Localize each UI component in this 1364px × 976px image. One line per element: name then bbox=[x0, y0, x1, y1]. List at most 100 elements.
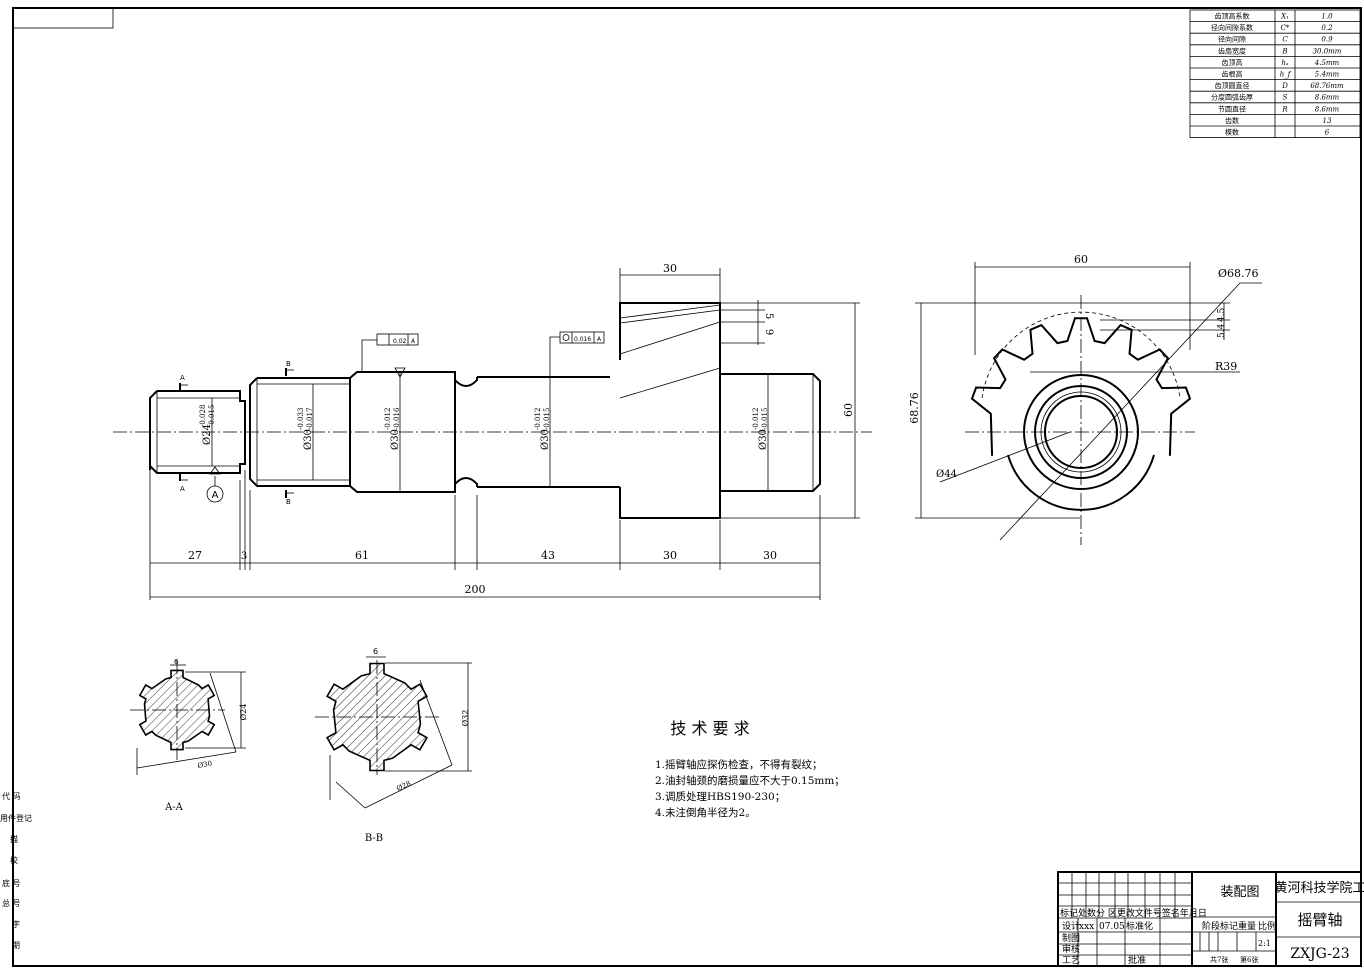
dim-phi30a: Ø30 bbox=[303, 429, 314, 450]
tech-item: 2.油封轴颈的磨损量应不大于0.15mm； bbox=[655, 774, 845, 787]
gear-param-name: 齿数 bbox=[1225, 116, 1239, 125]
tol-lo: -0.017 bbox=[306, 408, 314, 430]
tb-sheet-no: 第6张 bbox=[1240, 955, 1258, 964]
gear-param-value: 68.76mm bbox=[1310, 82, 1344, 90]
dim-6876: 68.76 bbox=[908, 392, 921, 424]
section-aa-label: A-A bbox=[164, 802, 184, 813]
tol-frame-1-value: 0.02 bbox=[393, 338, 407, 345]
shaft-main-view bbox=[113, 302, 872, 519]
tol-lo: -0.016 bbox=[393, 407, 401, 430]
tb-code: ZXJG-23 bbox=[1290, 946, 1349, 962]
section-bb-label: B-B bbox=[365, 833, 383, 844]
tol-up: -0.028 bbox=[199, 405, 207, 427]
gear-param-symbol: X₁ bbox=[1280, 13, 1289, 21]
gear-param-symbol: C* bbox=[1281, 24, 1290, 32]
dim-30b: 30 bbox=[763, 549, 777, 562]
title-block: 装配图 黄河科技学院工 摇臂轴 ZXJG-23 标记处数分 区更改文件号签名年月… bbox=[1057, 871, 1364, 967]
gear-param-name: 齿顶高系数 bbox=[1215, 12, 1250, 21]
tol-frame-1-ref: A bbox=[411, 338, 416, 345]
dim-3: 3 bbox=[241, 551, 247, 562]
tb-designer: xxx bbox=[1079, 922, 1094, 932]
dim-45a: 4.5 bbox=[1217, 307, 1227, 322]
dim-phi30d: Ø30 bbox=[758, 429, 769, 450]
dim-r39: R39 bbox=[1215, 360, 1237, 373]
section-b-b: 6 Ø32 Ø28 B-B bbox=[315, 647, 472, 844]
gear-end-view bbox=[915, 262, 1262, 545]
main-dimensions bbox=[149, 268, 860, 600]
tb-assembly: 装配图 bbox=[1220, 885, 1259, 900]
main-dim-texts: 30 5 9 60 Ø24 -0.028 -0.015 Ø30 -0.033 -… bbox=[180, 262, 855, 596]
tol-lo: -0.015 bbox=[543, 408, 551, 430]
end-view-texts: 60 Ø68.76 68.76 R39 Ø44 4.5 5.4 bbox=[908, 253, 1259, 480]
tb-stage: 阶段标记 bbox=[1202, 920, 1238, 932]
tb-draw: 制图 bbox=[1062, 932, 1080, 944]
tol-up: -0.033 bbox=[297, 408, 305, 430]
gear-param-name: 齿顶圆直径 bbox=[1215, 81, 1250, 90]
aa-dim-30: Ø30 bbox=[197, 760, 213, 770]
side-label: 期 bbox=[12, 941, 20, 950]
datum-a-label: A bbox=[212, 490, 219, 501]
tb-scale-label: 比例 bbox=[1258, 920, 1276, 932]
gear-param-symbol: R bbox=[1281, 105, 1288, 113]
tech-item: 1.摇臂轴应探伤检查，不得有裂纹； bbox=[655, 758, 823, 771]
dim-phi44: Ø44 bbox=[936, 469, 957, 480]
side-label: 校 bbox=[10, 855, 18, 865]
gear-param-value: 13 bbox=[1323, 117, 1332, 125]
tb-part-name: 摇臂轴 bbox=[1297, 911, 1342, 929]
gear-param-value: 0.9 bbox=[1321, 36, 1333, 44]
dim-43: 43 bbox=[541, 549, 555, 562]
tol-lo: -0.015 bbox=[761, 408, 769, 430]
tb-check: 审核 bbox=[1062, 943, 1080, 955]
gear-param-value: 8.6mm bbox=[1315, 105, 1340, 113]
tb-row-header: 标记处数分 区更改文件号签名年月日 bbox=[1060, 907, 1207, 919]
dim-phi24: Ø24 bbox=[202, 424, 213, 445]
side-labels: 代 码 用件登记 描 校 底 号 总 号 字 期 bbox=[0, 791, 32, 950]
section-mark-b-bottom: B bbox=[286, 498, 291, 506]
gear-param-symbol: h_f bbox=[1280, 71, 1292, 79]
gear-teeth-outline bbox=[970, 317, 1192, 456]
dim-9: 9 bbox=[763, 329, 774, 335]
side-label: 总 号 bbox=[2, 898, 21, 908]
bb-dim-32: Ø32 bbox=[461, 710, 470, 727]
tol-frame-2-ref: A bbox=[597, 336, 602, 343]
gear-param-value: 1.0 bbox=[1321, 13, 1333, 21]
gear-param-name: 齿根高 bbox=[1222, 70, 1243, 79]
tol-frame-2-value: 0.016 bbox=[574, 336, 591, 343]
tb-scale: 2:1 bbox=[1258, 939, 1271, 948]
bb-dim-28: Ø28 bbox=[395, 779, 412, 792]
gear-param-value: 8.6mm bbox=[1315, 94, 1340, 102]
dim-60-shaft: 60 bbox=[842, 403, 855, 417]
gear-param-name: 分度圆弧齿厚 bbox=[1211, 93, 1253, 102]
gear-param-value: 0.2 bbox=[1321, 24, 1333, 32]
tb-craft: 工艺 bbox=[1062, 955, 1080, 966]
gear-param-value: 4.5mm bbox=[1314, 59, 1340, 67]
gear-param-value: 6 bbox=[1325, 129, 1330, 137]
tech-item: 4.未注倒角半径为2。 bbox=[655, 806, 756, 819]
dim-27: 27 bbox=[188, 549, 202, 562]
dim-200: 200 bbox=[465, 583, 486, 596]
section-mark-b-top: B bbox=[286, 360, 291, 368]
gear-param-name: 径向间隙系数 bbox=[1211, 23, 1253, 32]
tb-weight: 重量 bbox=[1238, 920, 1256, 932]
dim-54: 5.4 bbox=[1217, 323, 1227, 338]
gear-param-symbol: S bbox=[1283, 94, 1288, 102]
gear-param-symbol: D bbox=[1281, 82, 1288, 90]
aa-dim-24: Ø24 bbox=[239, 704, 248, 721]
sheet-border bbox=[12, 7, 1362, 967]
dim-61: 61 bbox=[355, 549, 369, 562]
bb-dim-6: 6 bbox=[373, 647, 378, 656]
tol-up: -0.012 bbox=[752, 408, 760, 430]
tech-item: 3.调质处理HBS190-230； bbox=[655, 791, 785, 803]
tb-design: 设计 bbox=[1062, 920, 1080, 932]
dim-5: 5 bbox=[763, 313, 774, 319]
section-a-a: 6 Ø24 Ø30 A-A bbox=[130, 658, 248, 813]
gear-param-value: 30.0mm bbox=[1313, 47, 1342, 55]
dim-30-top: 30 bbox=[663, 262, 677, 275]
side-label: 代 码 bbox=[2, 791, 21, 801]
gear-param-name: 节圆直径 bbox=[1218, 104, 1246, 113]
gear-param-name: 齿扇宽度 bbox=[1218, 46, 1246, 55]
side-label: 字 bbox=[12, 919, 20, 929]
aa-dim-6: 6 bbox=[174, 658, 179, 666]
